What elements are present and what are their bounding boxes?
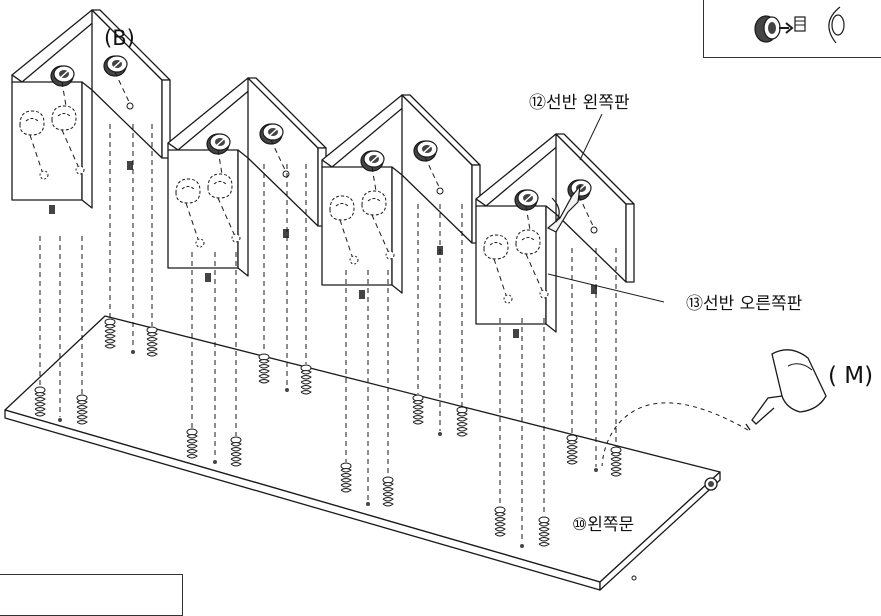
spring-connector-icon [412,394,424,425]
shelf-assembly-1 [11,9,171,214]
spring-connector-icon [258,353,270,384]
dowel-icon [513,329,519,338]
dowel-hole [131,350,135,354]
shelf-back-panel [401,94,473,244]
spring-connector-icon [538,516,550,547]
dowel-hole [520,544,524,548]
dowel-hole [285,388,289,392]
spring-connector-icon [300,364,312,395]
leader-line-13 [547,273,665,303]
dowel-icon [359,290,365,299]
shelf-front-panel [475,205,547,325]
door-panel [4,315,721,591]
inset-detail-box [703,0,881,58]
cam-lock-icon [50,65,75,87]
cam-housing-icon [515,229,549,299]
dowel-hole [438,432,442,436]
shelf-right-panel-label: ⑬선반 오른쪽판 [686,294,803,314]
cam-housing-icon [361,190,395,260]
spring-connector-icon [456,406,468,437]
dowel-icon [49,205,55,214]
cam-housing-icon [51,105,85,175]
spring-connector-icon [382,476,394,507]
shelf-front-panel [321,166,393,286]
inset-arrow-icon [779,22,794,34]
inset-detail-art [754,6,845,44]
cam-lock-icon [206,133,231,155]
dowel-icon [591,285,597,294]
glue-bottle-icon [745,349,827,431]
shelf-assembly-3 [321,94,481,299]
arrow-icon [546,183,581,233]
dowel-icon [127,161,133,170]
dowel-icon [283,229,289,238]
spring-connector-icon [610,446,622,477]
inset-cam-housing-icon [828,6,845,44]
dowel-hole [58,418,62,422]
cam-housing-icon [483,234,513,304]
shelf-left-panel-label: ⑫선반 왼쪽판 [529,93,630,113]
spring-connector-icon [146,326,158,357]
cam-lock-icon [103,55,128,77]
shelf-front-panel-side [237,149,249,277]
dowel-hole [366,502,370,506]
door-corner-hole [631,575,637,581]
panel-hole [282,170,290,178]
shelf-front-panel-side [81,81,93,209]
dowel-hole [594,468,598,472]
shelf-front-panel-side [545,205,557,333]
spring-connector-icon [340,462,352,493]
door-side-edge [599,471,721,591]
left-door-label: ⑩왼쪽문 [572,515,635,535]
cam-housing-icon [19,110,49,180]
cam-lock-icon [259,123,284,145]
dowel-icon [205,273,211,282]
dowel-hole [213,460,217,464]
shelf-back-panel [247,77,319,227]
shelf-front-panel-side [391,166,403,294]
spring-connector-icon [494,506,506,537]
diagram-art [4,9,827,591]
adhesive-m-label: ( M) [828,363,874,389]
spring-connector-icon [76,394,88,425]
shelf-front-panel [11,81,83,201]
connector-b-label: (B) [104,26,135,50]
cam-lock-icon [514,189,539,211]
cam-housing-icon [207,173,241,243]
spring-connector-icon [566,434,578,465]
cam-housing-icon [175,178,205,248]
leader-line-12 [579,113,603,161]
door-hole-center [708,481,714,487]
inset-cam-lock-icon [754,15,781,43]
shelf-assembly-4 [475,133,635,338]
shelf-assembly-2 [167,77,327,282]
spring-connector-icon [34,386,46,417]
cam-housing-icon [329,195,359,265]
cam-lock-icon [360,150,385,172]
cam-lock-icon [413,140,438,162]
spring-connector-icon [104,318,116,349]
panel-hole [126,102,134,110]
shelf-front-panel [167,149,239,269]
lower-detail-box [0,574,183,616]
shelf-back-panel-side [625,203,635,283]
panel-hole [436,187,444,195]
spring-connector-icon [230,436,242,467]
inset-dowel-icon [794,16,806,32]
panel-hole [590,226,598,234]
spring-connector-icon [186,428,198,459]
